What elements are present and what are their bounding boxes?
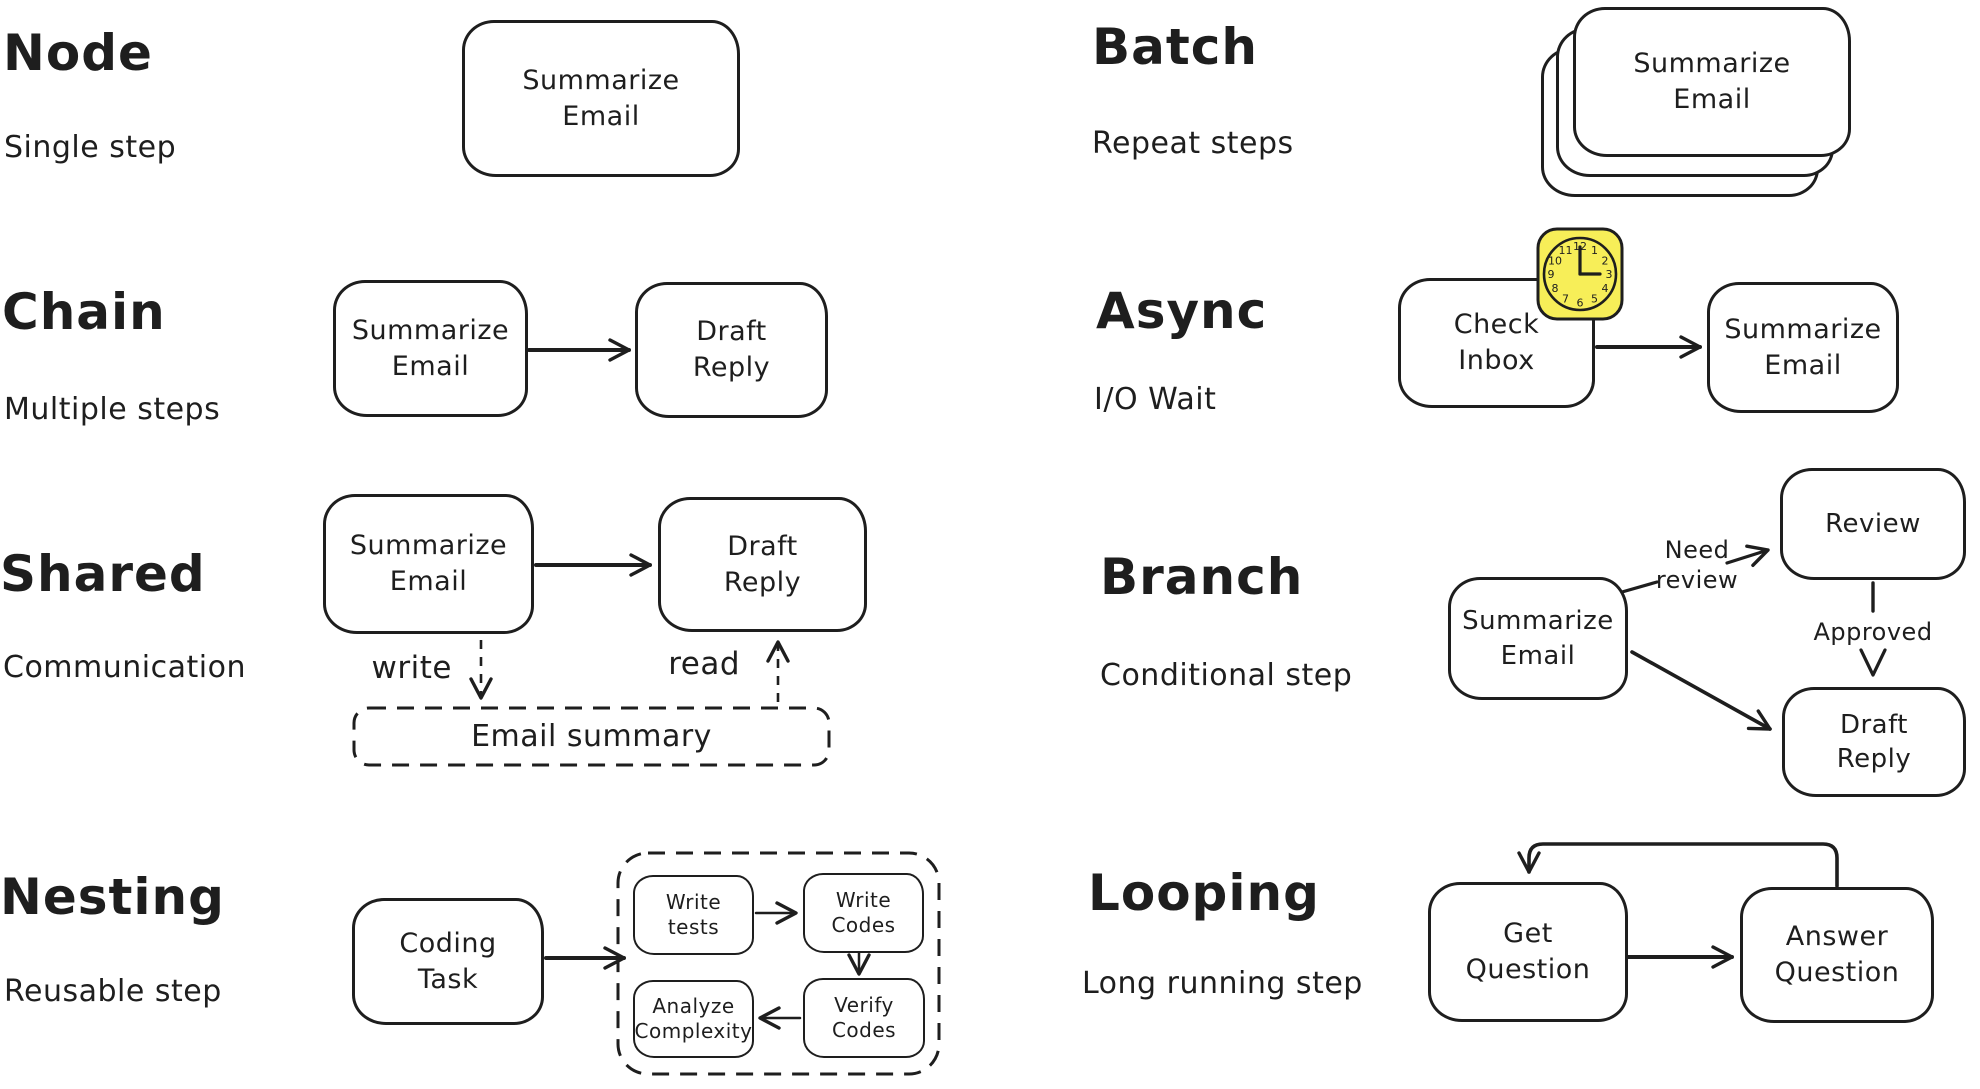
clock-number: 2 <box>1602 255 1609 268</box>
clock-number: 4 <box>1602 282 1609 295</box>
chain-title: Chain <box>2 283 166 341</box>
clock-number: 11 <box>1559 244 1573 257</box>
shared-summarize-email-box: Summarize Email <box>323 494 534 634</box>
branch-approved-label: Approved <box>1813 618 1933 646</box>
branch-review-box: Review <box>1780 468 1966 580</box>
chain-summarize-email-box: Summarize Email <box>333 280 528 417</box>
nesting-write-codes-box: Write Codes <box>803 873 924 953</box>
shared-read-label: read <box>668 646 740 682</box>
clock-number: 10 <box>1548 255 1562 268</box>
clock-number: 5 <box>1591 293 1598 306</box>
clock-number: 1 <box>1591 244 1598 257</box>
chain-draft-reply-box: Draft Reply <box>635 282 828 418</box>
branch-title: Branch <box>1100 548 1304 606</box>
async-title: Async <box>1096 282 1268 340</box>
batch-title: Batch <box>1092 18 1258 76</box>
shared-draft-reply-box: Draft Reply <box>658 497 867 632</box>
branch-diagonal-arrow <box>1630 650 1772 731</box>
clock-number: 8 <box>1552 282 1559 295</box>
shared-write-label: write <box>371 650 452 686</box>
async-subtitle: I/O Wait <box>1094 382 1217 417</box>
branch-approved-arrowhead <box>1859 648 1887 677</box>
node-subtitle: Single step <box>4 130 177 165</box>
branch-subtitle: Conditional step <box>1100 658 1353 693</box>
branch-need-review-label: Need review <box>1655 536 1739 594</box>
clock-number: 6 <box>1577 297 1584 310</box>
nesting-write-tests-box: Write tests <box>633 875 754 955</box>
branch-summarize-email-box: Summarize Email <box>1448 577 1628 700</box>
looping-loopback-arrow <box>1517 842 1839 888</box>
nesting-analyze-complexity-box: Analyze Complexity <box>633 980 754 1058</box>
batch-summarize-email-box: Summarize Email <box>1573 7 1851 157</box>
looping-get-question-box: Get Question <box>1428 882 1628 1022</box>
looping-subtitle: Long running step <box>1082 966 1363 1001</box>
shared-title: Shared <box>0 545 206 603</box>
looping-title: Looping <box>1088 864 1320 922</box>
clock-number: 3 <box>1606 268 1613 281</box>
node-summarize-email-box: Summarize Email <box>462 20 740 177</box>
looping-answer-question-box: Answer Question <box>1740 887 1934 1023</box>
batch-subtitle: Repeat steps <box>1092 126 1294 161</box>
clock-number: 7 <box>1562 293 1569 306</box>
async-summarize-email-box: Summarize Email <box>1707 282 1899 413</box>
clock-number: 9 <box>1548 268 1555 281</box>
clock-number: 12 <box>1573 240 1587 253</box>
chain-subtitle: Multiple steps <box>4 392 221 427</box>
node-title: Node <box>3 24 153 82</box>
shared-email-summary-store: Email summary <box>471 719 712 754</box>
nesting-verify-codes-box: Verify Codes <box>803 978 925 1058</box>
nesting-coding-task-box: Coding Task <box>352 898 544 1025</box>
branch-draft-reply-box: Draft Reply <box>1782 687 1966 797</box>
nesting-title: Nesting <box>0 868 225 926</box>
shared-subtitle: Communication <box>3 650 246 685</box>
nesting-subtitle: Reusable step <box>4 974 222 1009</box>
clock-icon: 12 1 2 3 4 5 6 7 8 9 10 11 <box>1536 227 1624 321</box>
